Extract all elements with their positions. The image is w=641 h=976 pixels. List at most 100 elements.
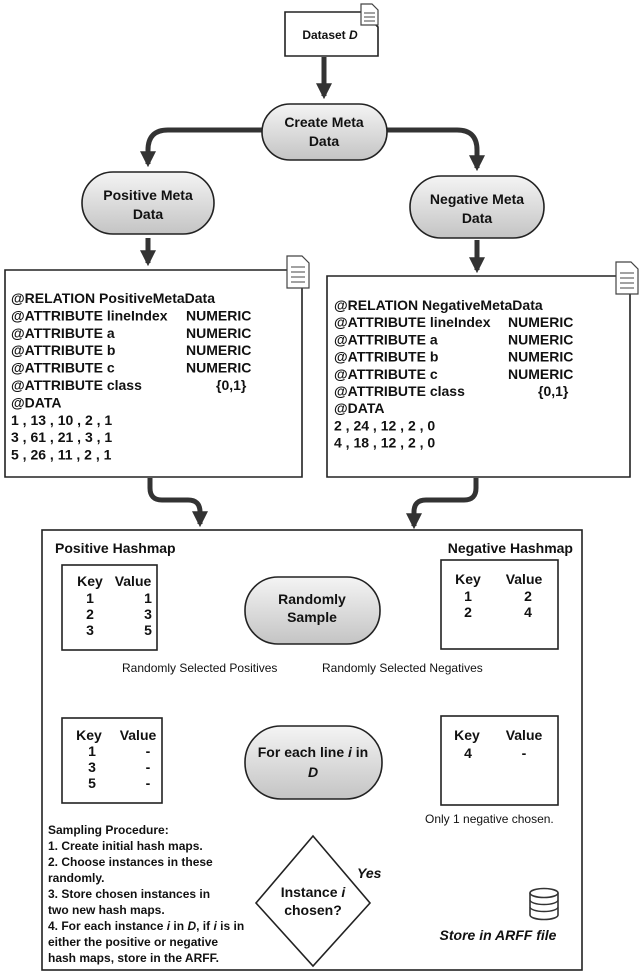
positive-arff-content: @RELATION PositiveMetaData@ATTRIBUTE lin… bbox=[11, 290, 251, 463]
arff-line: @RELATION PositiveMetaData bbox=[11, 290, 215, 306]
procedure-step: 2. Choose instances in these bbox=[48, 855, 213, 869]
negative-arff-document: @RELATION NegativeMetaData@ATTRIBUTE lin… bbox=[326, 261, 639, 478]
arff-line: @ATTRIBUTE lineIndex bbox=[334, 314, 491, 330]
col-key: Key bbox=[76, 727, 102, 743]
sampling-procedure: Sampling Procedure: 1. Create initial ha… bbox=[48, 823, 244, 965]
row-value: - bbox=[146, 759, 151, 775]
arff-type: NUMERIC bbox=[186, 325, 251, 341]
randomly-sample-node: Randomly Sample bbox=[244, 576, 381, 645]
selected-positives-label: Randomly Selected Positives bbox=[122, 661, 277, 675]
row-value: 1 bbox=[144, 590, 152, 606]
decision-line1: Instance i bbox=[281, 884, 347, 900]
arff-type: NUMERIC bbox=[508, 349, 573, 365]
row-key: 4 bbox=[464, 745, 472, 761]
decision-line2: chosen? bbox=[284, 902, 342, 918]
dataset-label: Dataset D bbox=[302, 28, 358, 42]
arff-line: @RELATION NegativeMetaData bbox=[334, 297, 543, 313]
row-key: 3 bbox=[86, 622, 94, 638]
create-meta-line1: Create Meta bbox=[284, 114, 364, 130]
procedure-step: hash maps, store in the ARFF. bbox=[48, 951, 219, 965]
row-key: 1 bbox=[464, 588, 472, 604]
only-one-negative-note: Only 1 negative chosen. bbox=[425, 812, 554, 826]
arff-line: 3 , 61 , 21 , 3 , 1 bbox=[11, 429, 112, 445]
row-value: 5 bbox=[144, 622, 152, 638]
procedure-step: two new hash maps. bbox=[48, 903, 165, 917]
arff-line: 2 , 24 , 12 , 2 , 0 bbox=[334, 417, 435, 433]
arff-line: @ATTRIBUTE class bbox=[334, 383, 465, 399]
arrow-create-to-positive bbox=[139, 127, 262, 168]
positive-selected-table: Key Value 1 - 3 - 5 - bbox=[61, 717, 163, 804]
procedure-step: 1. Create initial hash maps. bbox=[48, 839, 203, 853]
arff-line: @ATTRIBUTE lineIndex bbox=[11, 307, 168, 323]
col-value: Value bbox=[115, 573, 152, 589]
for-each-line-node: For each line i in D bbox=[244, 725, 383, 800]
arff-line: @ATTRIBUTE b bbox=[11, 342, 115, 358]
document-icon bbox=[615, 261, 639, 295]
arff-type: NUMERIC bbox=[186, 360, 251, 376]
col-value: Value bbox=[506, 571, 543, 587]
document-icon bbox=[360, 3, 379, 26]
arrow-create-to-negative bbox=[387, 127, 486, 172]
row-key: 5 bbox=[88, 775, 96, 791]
procedure-step: 4. For each instance i in D, if i is in bbox=[48, 919, 244, 933]
create-meta-line2: Data bbox=[309, 133, 340, 149]
arff-line: 1 , 13 , 10 , 2 , 1 bbox=[11, 412, 112, 428]
col-key: Key bbox=[455, 571, 481, 587]
positive-hashmap-title: Positive Hashmap bbox=[55, 540, 176, 556]
procedure-step: either the positive or negative bbox=[48, 935, 218, 949]
arff-line: @ATTRIBUTE b bbox=[334, 349, 438, 365]
arff-line: @ATTRIBUTE c bbox=[11, 360, 115, 376]
row-key: 2 bbox=[86, 606, 94, 622]
row-key: 3 bbox=[88, 759, 96, 775]
row-value: 2 bbox=[524, 588, 532, 604]
arrow-negarff-to-hashmaps bbox=[405, 478, 479, 530]
positive-meta-line2: Data bbox=[133, 206, 164, 222]
col-key: Key bbox=[454, 727, 480, 743]
positive-arff-document: @RELATION PositiveMetaData@ATTRIBUTE lin… bbox=[4, 255, 310, 478]
selected-negatives-label: Randomly Selected Negatives bbox=[322, 661, 483, 675]
arff-line: @ATTRIBUTE a bbox=[11, 325, 115, 341]
row-value: - bbox=[146, 775, 151, 791]
col-value: Value bbox=[506, 727, 543, 743]
row-value: 4 bbox=[524, 604, 532, 620]
randomly-sample-line1: Randomly bbox=[278, 591, 346, 607]
arff-line: 5 , 26 , 11 , 2 , 1 bbox=[11, 447, 112, 463]
row-value: - bbox=[146, 743, 151, 759]
arff-line: @ATTRIBUTE a bbox=[334, 331, 438, 347]
row-value: - bbox=[522, 745, 527, 761]
negative-meta-line1: Negative Meta bbox=[430, 191, 524, 207]
row-key: 1 bbox=[86, 590, 94, 606]
negative-selected-table: Key Value 4 - bbox=[440, 715, 559, 806]
yes-label: Yes bbox=[357, 865, 382, 881]
instance-chosen-decision: Instance i chosen? bbox=[254, 834, 372, 968]
for-each-line2: D bbox=[308, 764, 318, 780]
procedure-step: randomly. bbox=[48, 871, 104, 885]
procedure-title: Sampling Procedure: bbox=[48, 823, 169, 837]
dataset-document: Dataset D bbox=[284, 3, 379, 57]
col-value: Value bbox=[120, 727, 157, 743]
positive-meta-line1: Positive Meta bbox=[103, 187, 193, 203]
arff-type: {0,1} bbox=[538, 383, 569, 399]
negative-meta-line2: Data bbox=[462, 210, 493, 226]
document-icon bbox=[286, 255, 310, 289]
negative-hashmap-title: Negative Hashmap bbox=[448, 540, 573, 556]
procedure-step: 3. Store chosen instances in bbox=[48, 887, 210, 901]
negative-meta-data-node: Negative Meta Data bbox=[409, 175, 545, 239]
arff-line: @ATTRIBUTE c bbox=[334, 366, 438, 382]
arff-line: @DATA bbox=[11, 394, 61, 410]
arff-type: {0,1} bbox=[216, 377, 247, 393]
row-key: 1 bbox=[88, 743, 96, 759]
store-in-arff-label: Store in ARFF file bbox=[440, 927, 557, 943]
arff-type: NUMERIC bbox=[508, 314, 573, 330]
arff-type: NUMERIC bbox=[508, 366, 573, 382]
database-icon bbox=[529, 887, 559, 921]
arff-line: @ATTRIBUTE class bbox=[11, 377, 142, 393]
randomly-sample-line2: Sample bbox=[287, 609, 337, 625]
col-key: Key bbox=[77, 573, 103, 589]
arff-line: 4 , 18 , 12 , 2 , 0 bbox=[334, 435, 435, 451]
positive-meta-data-node: Positive Meta Data bbox=[81, 171, 215, 235]
for-each-line1: For each line i in bbox=[258, 744, 368, 760]
